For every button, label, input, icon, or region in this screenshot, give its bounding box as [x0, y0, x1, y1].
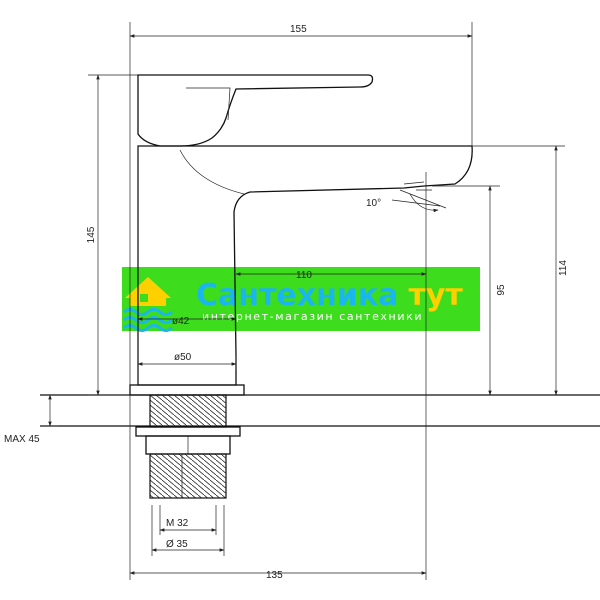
- dim-base-width: 135: [266, 570, 283, 581]
- dim-hole-diameter: Ø 35: [166, 539, 188, 550]
- dim-base-diameter: ø50: [174, 352, 192, 363]
- dim-thread: M 32: [166, 518, 189, 529]
- countertop: [40, 384, 600, 427]
- extension-lines: [40, 22, 565, 580]
- mounting-shank: [135, 394, 241, 499]
- watermark-subtitle: интернет-магазин сантехники: [202, 310, 423, 323]
- dimension-labels: 155 145 114 95 110 10° ø42 ø50 MAX 45 M …: [4, 24, 569, 581]
- dim-max-thickness: MAX 45: [4, 434, 40, 445]
- dim-swivel-angle: 10°: [366, 198, 381, 209]
- dim-total-height: 145: [86, 226, 97, 243]
- dim-spout-height: 114: [558, 260, 569, 276]
- dim-total-width: 155: [290, 24, 307, 35]
- dim-spout-clearance: 95: [496, 284, 507, 296]
- dim-body-diameter: ø42: [172, 316, 190, 327]
- dim-spout-reach: 110: [296, 270, 312, 281]
- faucet-outline: [137, 74, 473, 386]
- dimension-lines: [48, 34, 558, 575]
